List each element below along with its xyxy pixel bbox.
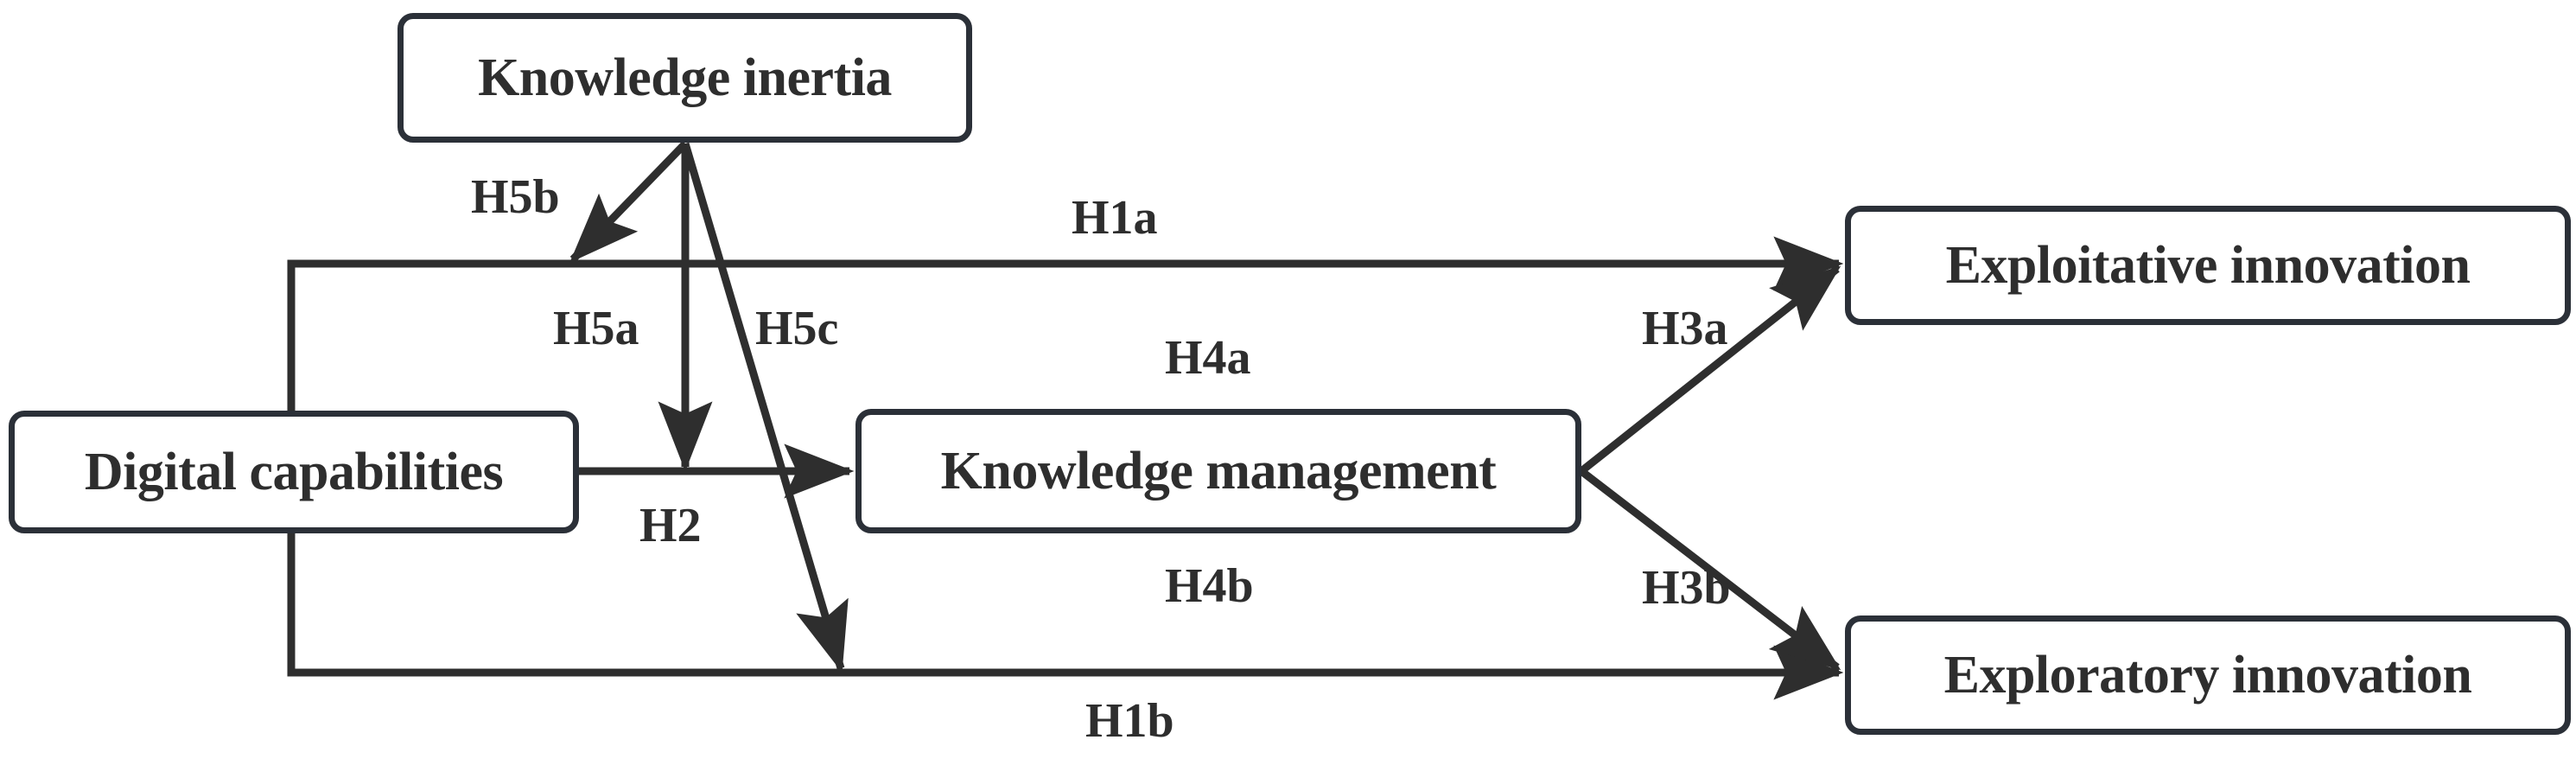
node-exploratory-innovation[interactable]: Exploratory innovation xyxy=(1845,615,2571,735)
node-knowledge-inertia[interactable]: Knowledge inertia xyxy=(398,13,972,143)
edge-h5c xyxy=(681,142,849,673)
hypothesis-label-h4a: H4a xyxy=(1165,331,1251,385)
node-knowledge-management[interactable]: Knowledge management xyxy=(855,409,1581,533)
hypothesis-label-h5c: H5c xyxy=(755,302,839,355)
node-label: Exploratory innovation xyxy=(1943,646,2472,705)
node-exploitative-innovation[interactable]: Exploitative innovation xyxy=(1845,206,2571,325)
hypothesis-label-h4b: H4b xyxy=(1165,559,1254,613)
node-label: Knowledge inertia xyxy=(478,48,892,107)
edge-h3b xyxy=(1579,468,1841,671)
hypothesis-label-h1a: H1a xyxy=(1072,191,1158,245)
edge-h3a xyxy=(1579,265,1841,475)
node-label: Digital capabilities xyxy=(84,443,504,501)
hypothesis-label-h5a: H5a xyxy=(553,302,639,355)
hypothesis-label-h5b: H5b xyxy=(471,170,560,224)
node-digital-capabilities[interactable]: Digital capabilities xyxy=(9,411,579,533)
node-label: Exploitative innovation xyxy=(1945,236,2471,295)
hypothesis-label-h1b: H1b xyxy=(1085,694,1174,748)
edge-h5b xyxy=(569,140,689,263)
node-label: Knowledge management xyxy=(940,442,1497,501)
hypothesis-label-h3b: H3b xyxy=(1642,561,1731,615)
hypothesis-label-h2: H2 xyxy=(639,499,702,552)
hypothesis-label-h3a: H3a xyxy=(1642,302,1728,355)
